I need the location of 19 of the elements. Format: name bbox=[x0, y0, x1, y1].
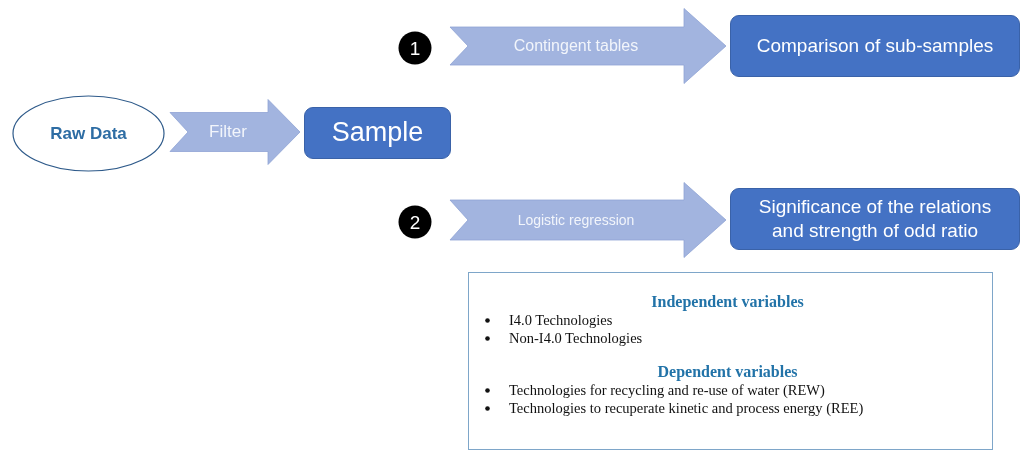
block-arrow bbox=[449, 182, 727, 258]
callout-number: 1 bbox=[398, 31, 432, 65]
process-box: Significance of the relations and strength of odd ratio bbox=[730, 188, 1020, 250]
block-arrow bbox=[169, 99, 301, 165]
process-box: Comparison of sub-samples bbox=[730, 15, 1020, 77]
callout-number: 2 bbox=[398, 205, 432, 239]
edge-label: Contingent tables bbox=[513, 37, 639, 55]
node-label: Raw Data bbox=[50, 123, 127, 144]
list-item: I4.0 Technologies bbox=[509, 312, 613, 328]
list-item: Technologies to recuperate kinetic and process energy (REE) bbox=[509, 400, 864, 417]
edge-label: Logistic regression bbox=[517, 212, 635, 228]
section-heading: Dependent variables bbox=[656, 363, 799, 382]
list-item: Non-I4.0 Technologies bbox=[509, 330, 643, 347]
section-heading: Independent variables bbox=[650, 293, 805, 311]
edge-label: Filter bbox=[209, 122, 247, 142]
process-box: Sample bbox=[304, 107, 451, 159]
variables-panel bbox=[468, 272, 993, 450]
list-item: Technologies for recycling and re-use of water (REW) bbox=[509, 382, 825, 399]
block-arrow bbox=[449, 8, 727, 84]
